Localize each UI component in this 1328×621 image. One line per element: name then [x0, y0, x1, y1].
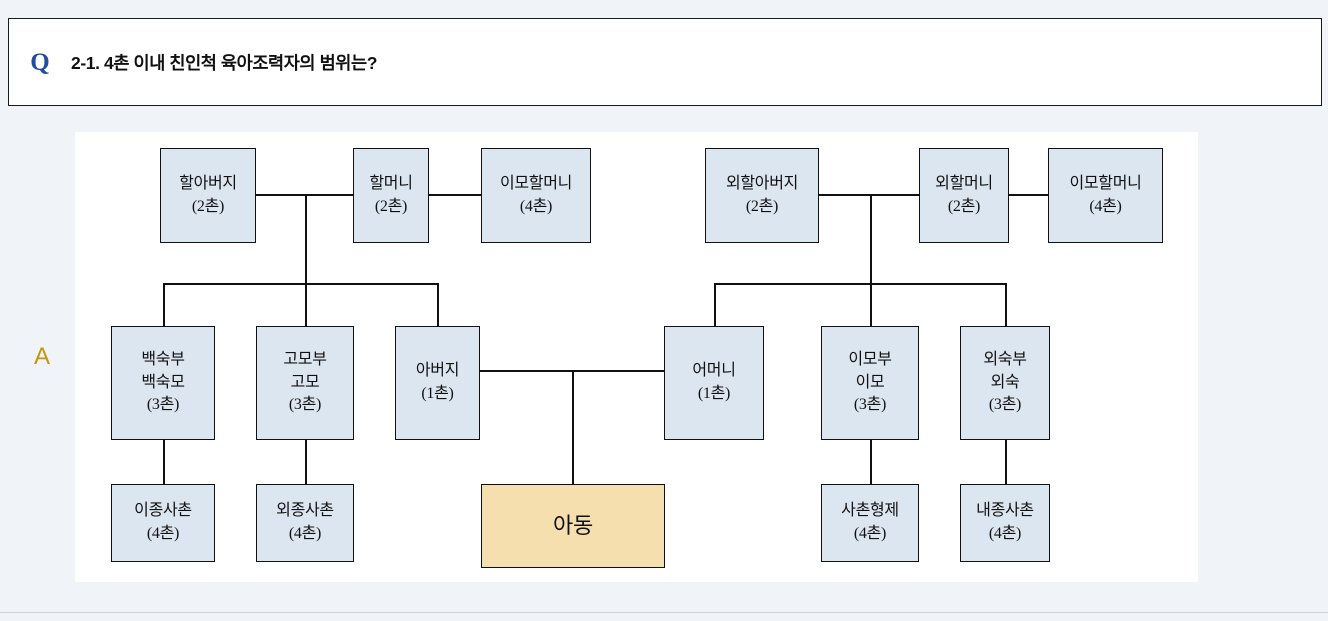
- node-uncle-aunt-maternal[interactable]: 외숙부 외숙 (3촌): [960, 326, 1050, 440]
- node-label-line3: (3촌): [146, 396, 180, 414]
- node-aunt-husband-maternal[interactable]: 이모부 이모 (3촌): [821, 326, 919, 440]
- node-label-line1: 사촌형제: [841, 502, 899, 520]
- node-label-line2: 이모: [855, 373, 885, 391]
- node-mother[interactable]: 어머니 (1촌): [664, 326, 764, 440]
- node-label-line2: (2촌): [947, 197, 981, 215]
- connector-aunt-mat-to-cousin-sachon: [870, 440, 872, 484]
- connector-grandparents-maternal: [739, 194, 919, 196]
- node-child[interactable]: 아동: [481, 484, 665, 568]
- bus-maternal-children: [714, 283, 1006, 285]
- node-label-line2: (2촌): [745, 197, 779, 215]
- node-label-line2: (4촌): [146, 525, 180, 542]
- node-label-line1: 내종사촌: [976, 502, 1034, 520]
- node-father[interactable]: 아버지 (1촌): [395, 326, 480, 440]
- node-label-line1: 외숙부: [983, 350, 1027, 368]
- family-tree-diagram: 할아버지 (2촌) 할머니 (2촌) 이모할머니 (4촌) 외할아버지 (2촌)…: [75, 132, 1198, 582]
- node-maternal-grandfather[interactable]: 외할아버지 (2촌): [705, 148, 819, 243]
- node-grand-aunt-maternal[interactable]: 이모할머니 (4촌): [1048, 148, 1163, 243]
- node-label-line1: 할머니: [369, 174, 413, 192]
- connector-uncle-mat-to-cousin-naejong: [1005, 440, 1007, 484]
- node-label-line3: (3촌): [853, 396, 887, 414]
- node-label-line1: 고모부: [283, 350, 327, 368]
- node-uncle-aunt-paternal[interactable]: 백숙부 백숙모 (3촌): [111, 326, 215, 440]
- node-label-line1: 이모부: [848, 350, 892, 368]
- node-cousin-ijong[interactable]: 이종사촌 (4촌): [111, 484, 215, 562]
- node-label-line1: 아버지: [415, 362, 460, 380]
- page-title: 2-1. 4촌 이내 친인척 육아조력자의 범위는?: [71, 52, 377, 73]
- node-label-line2: (2촌): [374, 197, 408, 215]
- connector-bus-to-uncle-aunt-pat: [163, 283, 165, 326]
- node-label-line2: (4촌): [519, 197, 553, 215]
- question-marker: Q: [30, 48, 50, 76]
- node-aunt-husband-paternal[interactable]: 고모부 고모 (3촌): [256, 326, 354, 440]
- connector-father-mother: [480, 370, 739, 372]
- node-label-line2: (4촌): [988, 525, 1022, 542]
- node-label-line1: 외할아버지: [725, 174, 799, 192]
- page-bottom-rule: [0, 612, 1328, 613]
- node-label-line2: (4촌): [853, 525, 887, 542]
- node-label-line2: (1촌): [697, 385, 731, 402]
- node-maternal-grandmother[interactable]: 외할머니 (2촌): [919, 148, 1009, 243]
- node-label-line1: 이종사촌: [134, 502, 192, 520]
- node-label-line2: 고모: [290, 373, 320, 391]
- node-label-line1: 이모할머니: [1069, 174, 1142, 192]
- question-header: Q 2-1. 4촌 이내 친인척 육아조력자의 범위는?: [8, 18, 1322, 106]
- node-label-line2: 외숙: [990, 373, 1020, 391]
- node-label-line3: (3촌): [288, 396, 322, 414]
- connector-bus-to-father: [437, 283, 439, 326]
- connector-drop-maternal: [870, 194, 872, 283]
- connector-grandmother-grandaunt-paternal: [429, 194, 481, 196]
- node-label-line1: 어머니: [692, 362, 736, 380]
- node-label-line2: (2촌): [191, 197, 225, 215]
- connector-bus-to-uncle-aunt-mat: [1005, 283, 1007, 326]
- node-label-line1: 외할머니: [935, 174, 993, 192]
- node-label-line1: 외종사촌: [276, 502, 334, 520]
- node-label-line3: (3촌): [988, 396, 1022, 414]
- node-label-line1: 아동: [553, 513, 593, 539]
- node-label-line1: 할아버지: [179, 174, 237, 192]
- connector-bus-to-mother: [714, 283, 716, 326]
- node-cousin-naejong[interactable]: 내종사촌 (4촌): [960, 484, 1050, 562]
- node-label-line1: 백숙부: [141, 350, 185, 368]
- node-grand-aunt-paternal[interactable]: 이모할머니 (4촌): [481, 148, 591, 243]
- connector-drop-paternal: [305, 194, 307, 283]
- node-grandfather[interactable]: 할아버지 (2촌): [160, 148, 256, 243]
- connector-parents-to-child: [572, 370, 574, 484]
- node-label-line2: 백숙모: [141, 373, 185, 391]
- node-grandmother[interactable]: 할머니 (2촌): [353, 148, 429, 243]
- answer-marker: A: [33, 343, 50, 370]
- node-label-line2: (4촌): [1089, 197, 1122, 215]
- connector-grandmother-grandaunt-maternal: [1009, 194, 1049, 196]
- bus-paternal-children: [163, 283, 438, 285]
- node-label-line1: 이모할머니: [499, 174, 573, 192]
- node-cousin-oejong[interactable]: 외종사촌 (4촌): [256, 484, 354, 562]
- connector-grandparents-paternal: [181, 194, 353, 196]
- connector-bus-to-aunt-husband-mat: [870, 283, 872, 326]
- connector-uncle-pat-to-cousin-ijong: [163, 440, 165, 484]
- node-label-line2: (1촌): [421, 385, 454, 402]
- connector-aunt-pat-to-cousin-oejong: [305, 440, 307, 484]
- node-label-line2: (4촌): [288, 525, 322, 542]
- connector-bus-to-aunt-husband-pat: [305, 283, 307, 326]
- node-cousin-sachon[interactable]: 사촌형제 (4촌): [821, 484, 919, 562]
